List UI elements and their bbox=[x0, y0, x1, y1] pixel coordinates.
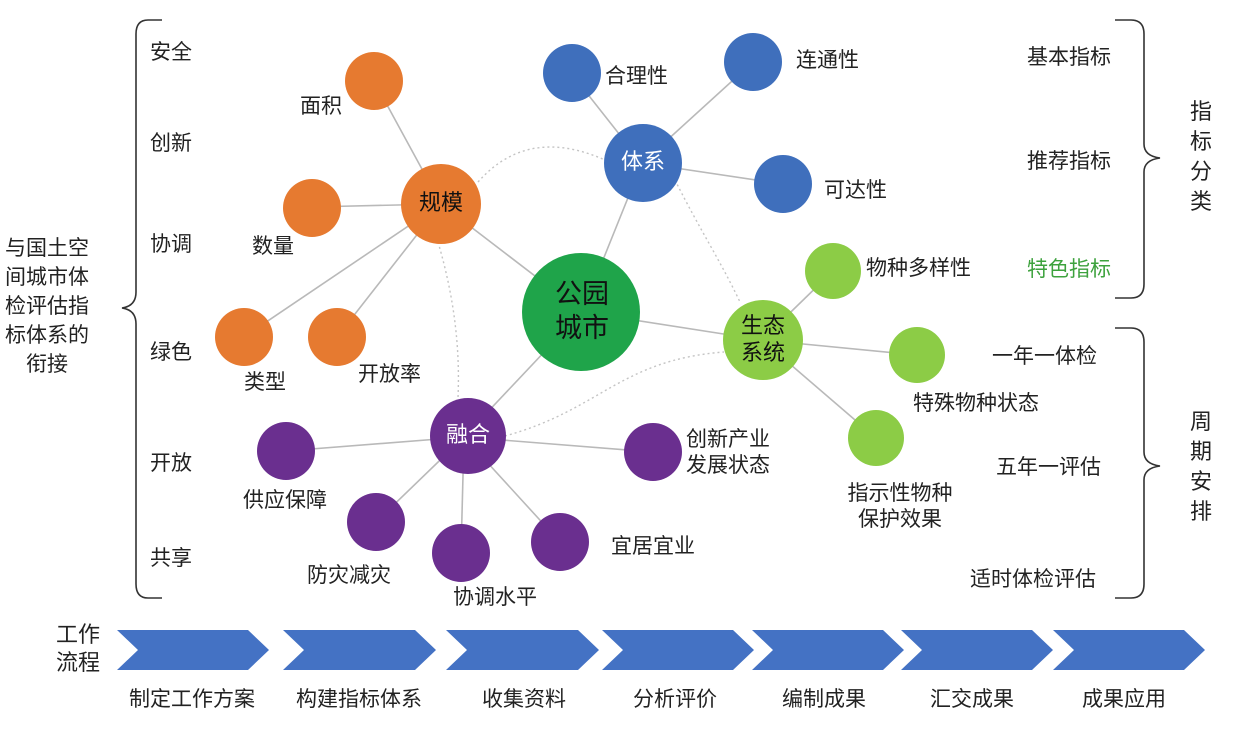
fusion-disaster-label: 防灾减灾 bbox=[307, 563, 391, 587]
workflow-chevron-3 bbox=[446, 630, 599, 670]
workflow-title: 工作流程 bbox=[56, 623, 101, 676]
scale-count-label: 数量 bbox=[252, 234, 294, 258]
cycle-title: 周期安排 bbox=[1189, 410, 1212, 525]
eco-indicator-label: 指示性物种保护效果 bbox=[847, 481, 953, 531]
workflow-chevron-6 bbox=[901, 630, 1053, 670]
eco-special-node bbox=[889, 327, 945, 383]
workflow-step-6: 汇交成果 bbox=[930, 687, 1014, 711]
right-brace-cycle bbox=[1115, 327, 1161, 599]
left-item-open: 开放 bbox=[150, 451, 192, 475]
left-brace bbox=[121, 19, 162, 599]
system-connect-label: 连通性 bbox=[796, 48, 859, 72]
cycle-yearly: 一年一体检 bbox=[992, 344, 1097, 368]
left-item-coordination: 协调 bbox=[150, 232, 192, 256]
scale-area-node bbox=[345, 52, 403, 110]
fusion-label: 融合 bbox=[445, 423, 490, 448]
indicator-basic: 基本指标 bbox=[1027, 45, 1111, 69]
fusion-supply-label: 供应保障 bbox=[243, 488, 327, 512]
cycle-five-year: 五年一评估 bbox=[996, 455, 1101, 479]
indicator-recommended: 推荐指标 bbox=[1027, 149, 1111, 173]
ecology-label: 生态系统 bbox=[740, 314, 785, 366]
scale-type-label: 类型 bbox=[244, 370, 286, 394]
workflow-step-3: 收集资料 bbox=[482, 687, 566, 711]
eco-diversity-label: 物种多样性 bbox=[866, 256, 971, 280]
left-item-safety: 安全 bbox=[150, 40, 192, 64]
scale-area-label: 面积 bbox=[300, 94, 342, 118]
workflow-step-5: 编制成果 bbox=[782, 687, 866, 711]
workflow-step-7: 成果应用 bbox=[1082, 687, 1166, 711]
fusion-industry-label: 创新产业发展状态 bbox=[686, 427, 770, 477]
eco-special-label: 特殊物种状态 bbox=[913, 391, 1039, 415]
eco-diversity-node bbox=[805, 243, 861, 299]
workflow-chevron-4 bbox=[602, 630, 754, 670]
scale-label: 规模 bbox=[418, 191, 463, 216]
workflow-step-4: 分析评价 bbox=[633, 687, 717, 711]
fusion-industry-node bbox=[624, 423, 682, 481]
left-item-shared: 共享 bbox=[150, 546, 192, 570]
indicator-featured: 特色指标 bbox=[1027, 257, 1111, 281]
workflow-step-1: 制定工作方案 bbox=[129, 687, 255, 711]
workflow-chevron-7 bbox=[1053, 630, 1205, 670]
system-connect-node bbox=[724, 33, 782, 91]
system-node bbox=[604, 124, 682, 202]
scale-type-node bbox=[215, 308, 273, 366]
ecology-node bbox=[723, 300, 803, 380]
system-reason-label: 合理性 bbox=[605, 64, 668, 88]
fusion-livable-node bbox=[531, 513, 589, 571]
system-label: 体系 bbox=[620, 150, 665, 175]
hub-node bbox=[522, 253, 640, 371]
cycle-timely: 适时体检评估 bbox=[970, 567, 1096, 591]
left-panel-title: 与国土空间城市体检评估指标体系的衔接 bbox=[5, 236, 89, 376]
workflow-chevron-1 bbox=[117, 630, 269, 670]
system-reach-node bbox=[754, 155, 812, 213]
hub-label: 公园城市 bbox=[555, 279, 609, 344]
fusion-node bbox=[430, 398, 506, 474]
system-reason-node bbox=[543, 44, 601, 102]
indicator-classes-title: 指标分类 bbox=[1189, 100, 1212, 215]
fusion-supply-node bbox=[257, 422, 315, 480]
eco-indicator-node bbox=[848, 410, 904, 466]
scale-open-node bbox=[308, 308, 366, 366]
workflow-chevron-5 bbox=[752, 630, 904, 670]
fusion-disaster-node bbox=[347, 493, 405, 551]
system-reach-label: 可达性 bbox=[824, 178, 887, 202]
dotted-scale-system bbox=[477, 146, 606, 183]
fusion-coord-label: 协调水平 bbox=[453, 585, 537, 609]
scale-open-label: 开放率 bbox=[358, 362, 421, 386]
fusion-coord-node bbox=[432, 524, 490, 582]
scale-count-node bbox=[283, 179, 341, 237]
left-item-innovation: 创新 bbox=[150, 131, 192, 155]
scale-node bbox=[401, 164, 481, 244]
fusion-livable-label: 宜居宜业 bbox=[611, 534, 695, 558]
left-item-green: 绿色 bbox=[150, 340, 192, 364]
dotted-scale-fusion bbox=[437, 241, 460, 399]
workflow-chevron-2 bbox=[283, 630, 436, 670]
dotted-fusion-ecology bbox=[504, 351, 725, 437]
workflow-step-2: 构建指标体系 bbox=[296, 687, 422, 711]
right-brace-indicators bbox=[1115, 19, 1161, 299]
